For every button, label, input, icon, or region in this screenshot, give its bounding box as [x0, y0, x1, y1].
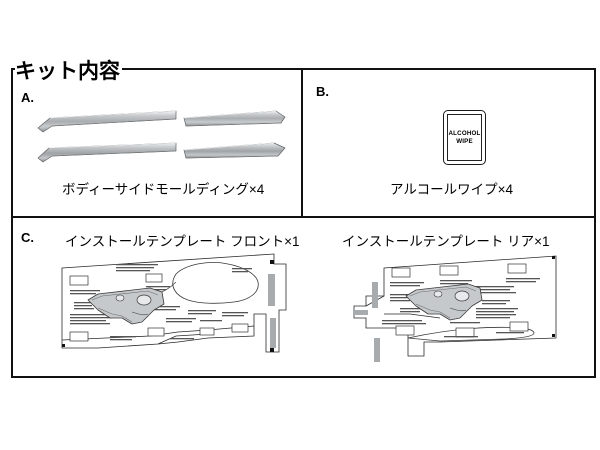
alcohol-wipe-label-line2: WIPE [456, 137, 473, 145]
template-corner-marker [62, 260, 274, 352]
template-microtext [70, 264, 252, 341]
fender-part-illustration [87, 287, 165, 325]
section-c-rear-heading: インストールテンプレート リア×1 [342, 234, 550, 249]
molding-strip [183, 110, 286, 127]
alcohol-wipe-label-line1: ALCOHOL [448, 129, 481, 137]
page-title: キット内容 [15, 60, 122, 85]
molding-strip [37, 110, 177, 133]
alcohol-wipe-packet-inner: ALCOHOL WIPE [447, 114, 482, 161]
template-corner-marker [552, 256, 555, 337]
body-side-molding-illustration [36, 104, 286, 166]
template-gray-bar [354, 282, 380, 362]
section-b-letter: B. [316, 84, 329, 99]
template-microtext [382, 278, 540, 338]
template-registration-box [391, 263, 529, 338]
section-a-caption: ボディーサイドモールディング×4 [62, 182, 265, 197]
vertical-divider [301, 68, 303, 218]
horizontal-divider [11, 216, 596, 218]
molding-strip [183, 142, 286, 159]
fender-part-illustration [405, 283, 483, 321]
alcohol-wipe-packet: ALCOHOL WIPE [443, 110, 486, 165]
section-b-caption: アルコールワイプ×4 [390, 182, 513, 197]
template-registration-box [69, 273, 249, 342]
install-template-front-illustration [58, 252, 290, 364]
section-c-letter: C. [21, 230, 34, 245]
section-a-letter: A. [21, 90, 34, 105]
template-blob-outline [172, 262, 259, 304]
section-c-front-heading: インストールテンプレート フロント×1 [65, 234, 300, 249]
template-gray-bar [268, 274, 276, 348]
install-template-rear-illustration [344, 252, 576, 364]
molding-strip [37, 142, 177, 163]
